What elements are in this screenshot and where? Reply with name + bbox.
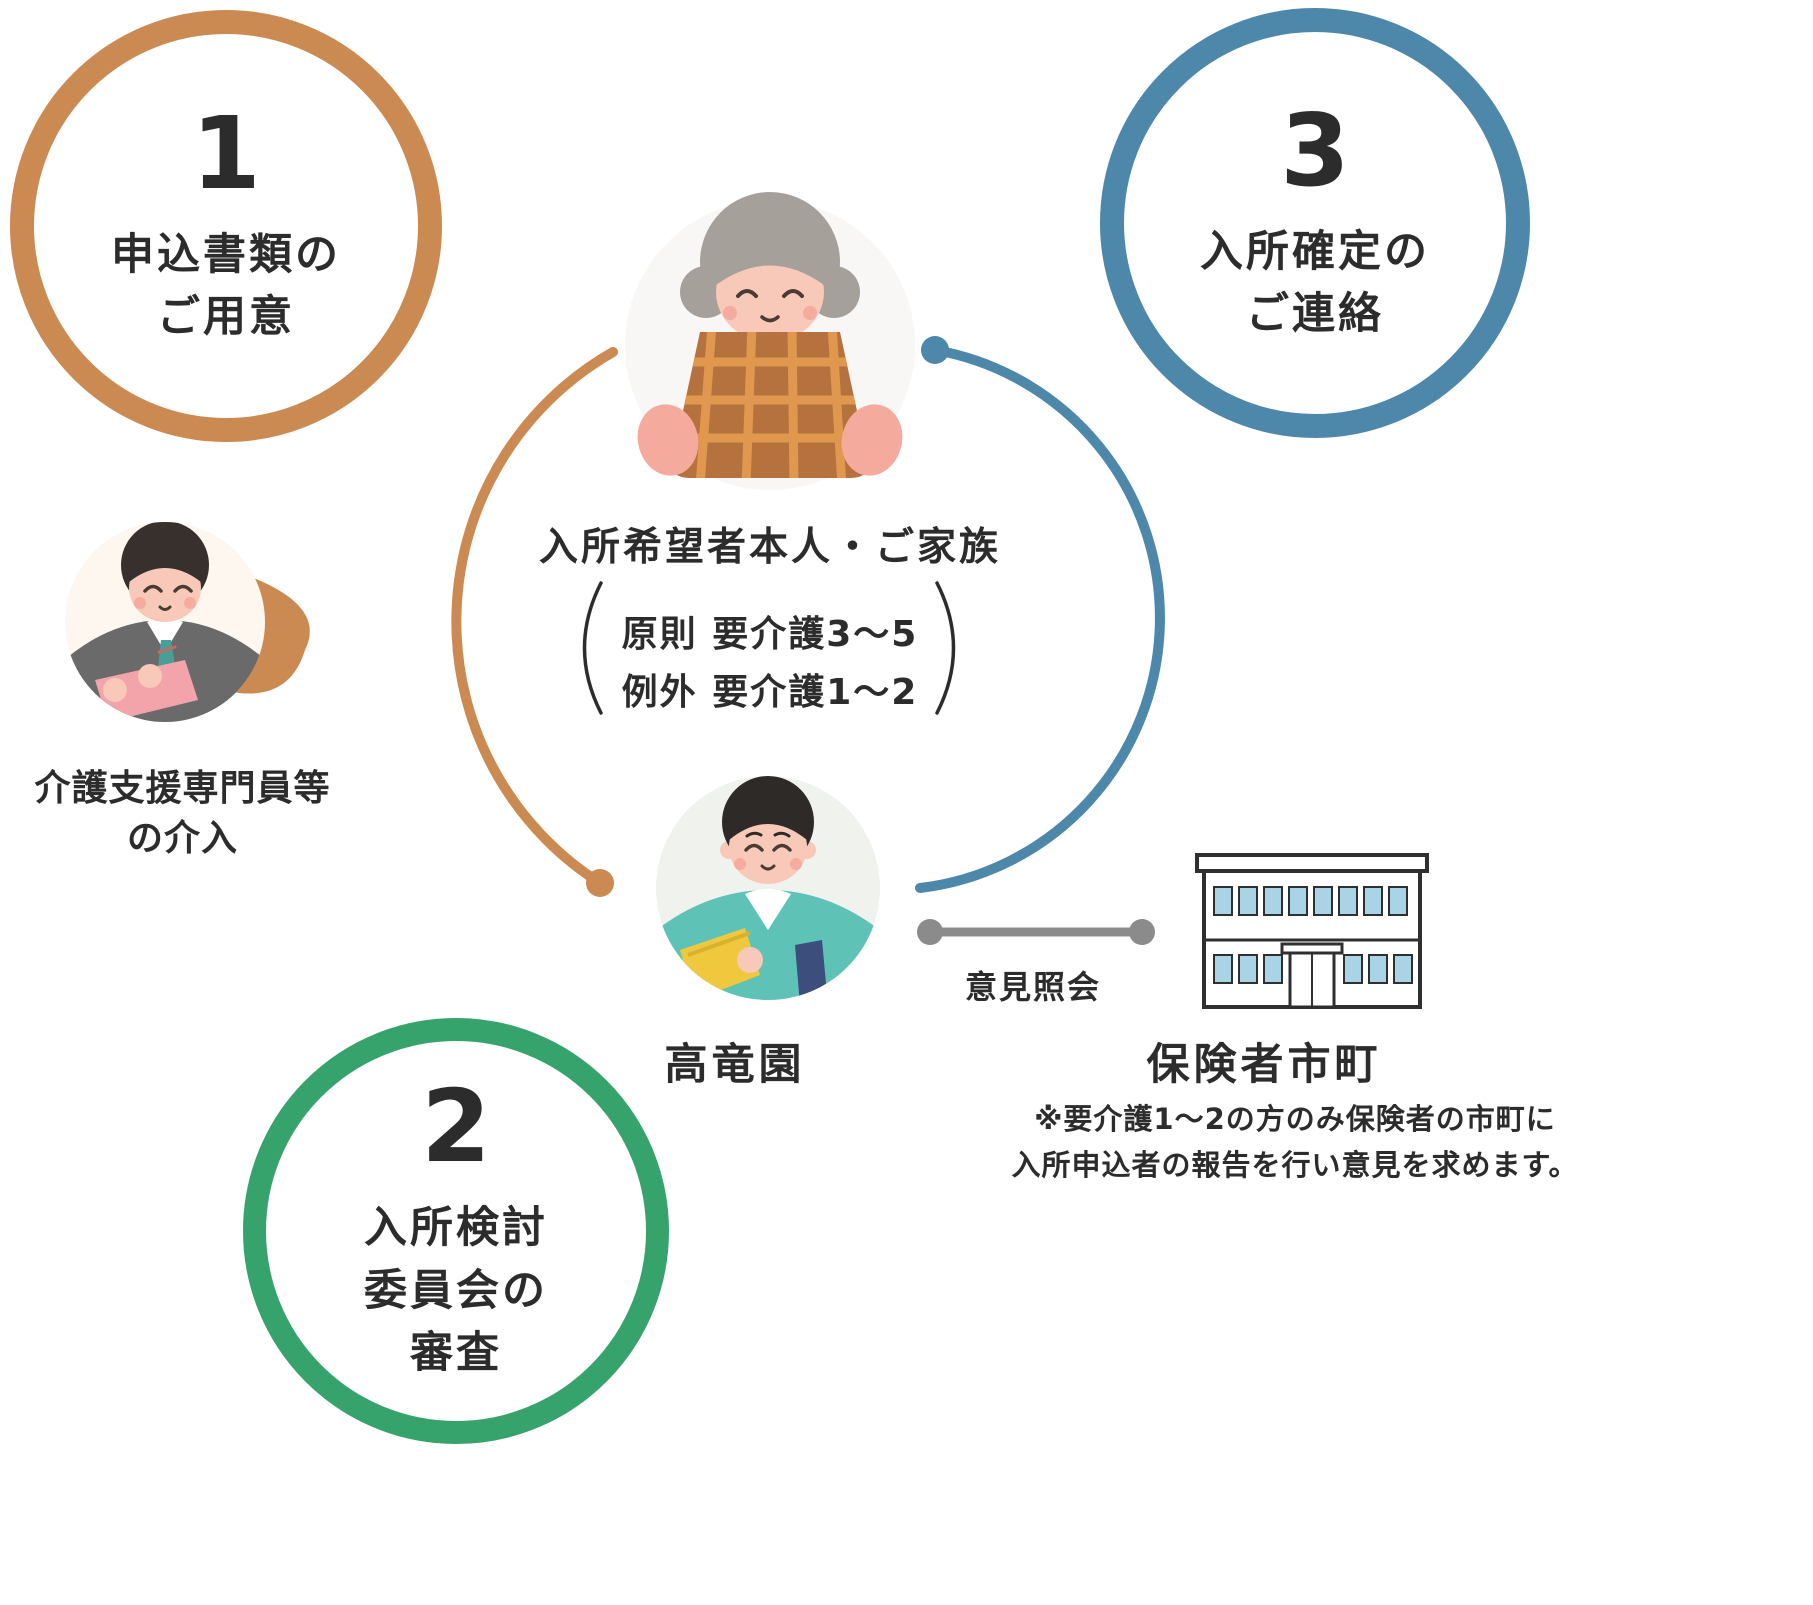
footnote-line: ※要介護1〜2の方のみ保険者の市町に (1034, 1102, 1556, 1136)
flow-arc-left-endpoint-dot (586, 869, 614, 897)
step-label-line: 委員会の (364, 1265, 548, 1316)
step-number: 3 (1280, 91, 1350, 209)
condition-principle: 原則 要介護3〜5 (621, 614, 919, 655)
facility-staff-illustration (656, 776, 880, 1000)
facility-name-label: 高竜園 (664, 1040, 806, 1090)
opinion-inquiry-label: 意見照会 (964, 968, 1101, 1006)
care-level-conditions: 原則 要介護3〜5 例外 要介護1〜2 (440, 606, 1100, 721)
condition-exception: 例外 要介護1〜2 (621, 671, 919, 713)
insurer-name-label: 保険者市町 (1146, 1040, 1382, 1090)
opinion-inquiry-connector (917, 919, 1155, 945)
step-number: 2 (421, 1068, 491, 1186)
step-label-line: ご用意 (157, 292, 295, 342)
applicant-title: 入所希望者本人・ご家族 (538, 525, 1001, 570)
flow-arc-right-endpoint-dot (921, 336, 949, 364)
care-manager-illustration (65, 522, 310, 722)
condition-parentheses (582, 581, 956, 715)
municipal-building-icon (1195, 853, 1429, 1009)
flow-arc-right-blue (915, 345, 1165, 893)
footnote: ※要介護1〜2の方のみ保険者の市町に 入所申込者の報告を行い意見を求めます。 (1000, 1096, 1590, 1189)
elderly-applicant-illustration (625, 192, 915, 490)
step-circle-1: 1 申込書類の ご用意 (10, 10, 442, 442)
step-label-line: 審査 (410, 1328, 502, 1379)
step-label-line: 入所確定の (1200, 226, 1430, 277)
care-manager-label: 介護支援専門員等 の介入 (0, 764, 365, 865)
step-number: 1 (191, 94, 261, 212)
step-circle-3: 3 入所確定の ご連絡 (1100, 8, 1530, 438)
care-manager-label-line: 介護支援専門員等 (34, 768, 331, 809)
flow-arc-left-orange (451, 347, 618, 888)
footnote-line: 入所申込者の報告を行い意見を求めます。 (1011, 1148, 1579, 1183)
care-manager-label-line: の介入 (126, 818, 238, 860)
step-label-line: 入所検討 (364, 1203, 548, 1254)
step-label-line: 申込書類の (111, 229, 341, 280)
step-label-line: ご連絡 (1246, 289, 1384, 339)
